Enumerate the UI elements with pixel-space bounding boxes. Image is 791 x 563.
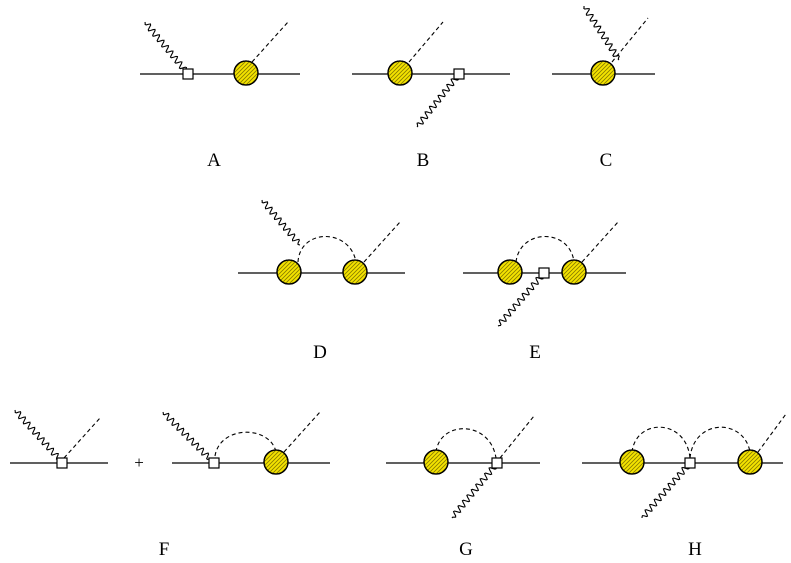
label-g: G <box>459 539 473 560</box>
plus-sign: + <box>134 453 144 472</box>
diagram-e: E <box>463 221 626 363</box>
vertex-blob-right <box>561 259 587 285</box>
vertex-box <box>182 68 194 80</box>
label-c: C <box>600 150 613 171</box>
vertex-blob <box>387 60 413 86</box>
pion-loop <box>214 431 277 457</box>
photon-line <box>144 21 189 75</box>
photon-line <box>497 272 545 327</box>
pion-line <box>283 411 321 453</box>
photon-line <box>583 5 620 61</box>
pion-line <box>363 221 401 263</box>
vertex-blob-right <box>342 259 368 285</box>
vertex-blob <box>263 449 289 475</box>
diagram-b: B <box>352 21 510 171</box>
label-f: F <box>159 539 170 560</box>
diagram-d: D <box>238 199 405 363</box>
label-e: E <box>529 342 541 363</box>
vertex-box <box>491 457 503 469</box>
pion-loop <box>435 428 497 459</box>
label-h: H <box>688 539 702 560</box>
pion-line <box>611 17 649 63</box>
vertex-blob-left <box>497 259 523 285</box>
vertex-blob-right <box>737 449 763 475</box>
diagram-h: H <box>582 413 787 560</box>
photon-line <box>261 199 301 246</box>
photon-line <box>641 462 691 519</box>
vertex-blob-left <box>276 259 302 285</box>
vertex-box <box>538 267 550 279</box>
label-d: D <box>313 342 327 363</box>
pion-line <box>251 21 289 63</box>
diagram-a: A <box>140 21 300 171</box>
vertex-blob <box>590 60 616 86</box>
diagram-f: + F <box>10 409 330 560</box>
vertex-box <box>453 68 465 80</box>
label-b: B <box>417 150 430 171</box>
pion-line <box>408 21 444 63</box>
pion-line <box>499 415 535 459</box>
photon-line <box>162 411 212 461</box>
vertex-box <box>208 457 220 469</box>
pion-line <box>581 221 619 263</box>
pion-line <box>757 413 787 453</box>
pion-loop-right <box>689 426 751 459</box>
pion-loop <box>515 236 575 263</box>
pion-loop-left <box>631 426 691 459</box>
vertex-blob <box>233 60 259 86</box>
photon-line <box>416 73 460 128</box>
vertex-blob-left <box>619 449 645 475</box>
photon-line <box>451 462 498 519</box>
label-a: A <box>207 150 221 171</box>
vertex-box <box>56 457 68 469</box>
pion-line <box>63 417 101 459</box>
photon-line <box>14 409 61 461</box>
pion-loop <box>297 236 357 263</box>
vertex-box <box>684 457 696 469</box>
vertex-blob <box>423 449 449 475</box>
diagram-c: C <box>552 5 655 171</box>
diagram-g: G <box>386 415 540 560</box>
